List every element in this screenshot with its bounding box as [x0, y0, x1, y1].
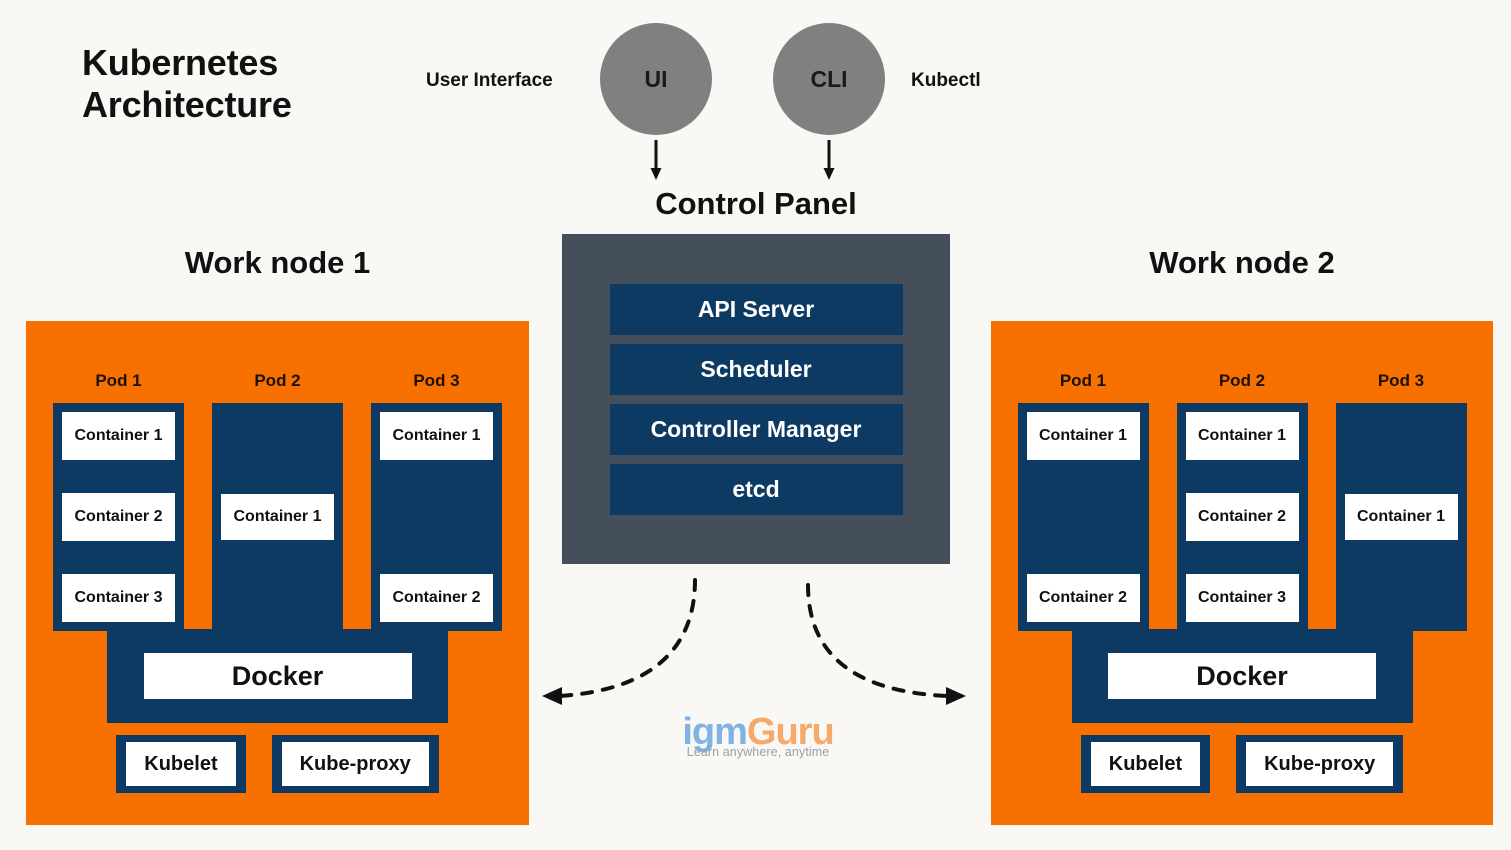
container-chip[interactable]: Container 2: [62, 493, 175, 541]
control-plane-component-controller-manager[interactable]: Controller Manager: [609, 403, 903, 455]
logo-tagline: Learn anywhere, anytime: [686, 745, 830, 759]
pod-column: Pod 3 Container 1 Container 2: [371, 371, 502, 631]
logo-wordmark: igmGuru: [663, 713, 853, 751]
work-node-1-panel: Pod 1 Container 1 Container 2 Container …: [26, 321, 529, 825]
work-node-2-panel: Pod 1 Container 1 Container 2 Pod 2 Cont…: [991, 321, 1493, 825]
container-runtime-frame[interactable]: Docker: [1071, 629, 1413, 723]
container-chip[interactable]: Container 2: [1185, 493, 1299, 541]
pod-box[interactable]: Container 1: [1335, 403, 1467, 631]
container-chip[interactable]: Container 2: [1026, 574, 1140, 622]
pod-column: Pod 1 Container 1 Container 2 Container …: [53, 371, 184, 631]
work-node-2-runtime-section: Docker Kubelet Kube-proxy: [991, 629, 1493, 793]
container-chip[interactable]: Container 3: [62, 574, 175, 622]
logo-text-igm: igm: [682, 711, 748, 753]
page-title: Kubernetes Architecture: [82, 42, 292, 126]
work-node-2-pods-row: Pod 1 Container 1 Container 2 Pod 2 Cont…: [991, 371, 1493, 631]
kubelet-label: Kubelet: [1090, 742, 1201, 786]
control-plane-to-nodes-arrows-icon: [542, 578, 966, 705]
kube-proxy-frame[interactable]: Kube-proxy: [271, 735, 439, 793]
work-node-2-heading: Work node 2: [1149, 245, 1335, 280]
user-interface-label: User Interface: [426, 70, 553, 91]
pod-box[interactable]: Container 1 Container 2 Container 3: [1176, 403, 1308, 631]
pod-column: Pod 1 Container 1 Container 2: [1017, 371, 1149, 631]
pod-box[interactable]: Container 1: [212, 403, 343, 631]
control-panel: API Server Scheduler Controller Manager …: [562, 234, 950, 564]
container-chip[interactable]: Container 1: [380, 412, 493, 460]
control-plane-component-scheduler[interactable]: Scheduler: [609, 343, 903, 395]
pod-label: Pod 2: [1218, 371, 1266, 390]
pod-box[interactable]: Container 1 Container 2 Container 3: [53, 403, 184, 631]
logo-text-guru: Guru: [746, 711, 835, 753]
pod-column: Pod 3 Container 1: [1335, 371, 1467, 631]
control-plane-component-api-server[interactable]: API Server: [609, 283, 903, 335]
node-agents-row: Kubelet Kube-proxy: [1080, 735, 1404, 793]
work-node-1-pods-row: Pod 1 Container 1 Container 2 Container …: [26, 371, 529, 631]
cli-circle[interactable]: CLI: [773, 23, 885, 135]
work-node-1-heading: Work node 1: [184, 245, 371, 280]
container-chip[interactable]: Container 3: [1185, 574, 1299, 622]
pod-label: Pod 3: [413, 371, 460, 390]
kubelet-label: Kubelet: [126, 742, 236, 786]
igmguru-logo: igmGuru Learn anywhere, anytime: [663, 713, 853, 759]
pod-box[interactable]: Container 1 Container 2: [371, 403, 502, 631]
pod-label: Pod 1: [95, 371, 142, 390]
node-agents-row: Kubelet Kube-proxy: [116, 735, 439, 793]
kube-proxy-label: Kube-proxy: [281, 742, 429, 786]
kubectl-label: Kubectl: [911, 70, 981, 91]
container-chip[interactable]: Container 1: [62, 412, 175, 460]
pod-column: Pod 2 Container 1: [212, 371, 343, 631]
control-panel-heading: Control Panel: [655, 186, 857, 221]
pod-label: Pod 2: [254, 371, 301, 390]
pod-label: Pod 3: [1377, 371, 1425, 390]
container-chip[interactable]: Container 2: [380, 574, 493, 622]
pod-label: Pod 1: [1059, 371, 1107, 390]
kube-proxy-frame[interactable]: Kube-proxy: [1236, 735, 1404, 793]
container-chip[interactable]: Container 1: [221, 494, 334, 540]
pod-box[interactable]: Container 1 Container 2: [1017, 403, 1149, 631]
cli-to-control-panel-arrow-icon: [822, 140, 836, 180]
container-chip[interactable]: Container 1: [1344, 494, 1458, 540]
kube-proxy-label: Kube-proxy: [1246, 742, 1394, 786]
kubelet-frame[interactable]: Kubelet: [1080, 735, 1211, 793]
work-node-1-runtime-section: Docker Kubelet Kube-proxy: [26, 629, 529, 793]
pod-column: Pod 2 Container 1 Container 2 Container …: [1176, 371, 1308, 631]
container-runtime-frame[interactable]: Docker: [107, 629, 448, 723]
container-runtime-label: Docker: [1108, 653, 1376, 699]
container-chip[interactable]: Container 1: [1026, 412, 1140, 460]
ui-circle[interactable]: UI: [600, 23, 712, 135]
ui-to-control-panel-arrow-icon: [649, 140, 663, 180]
kubelet-frame[interactable]: Kubelet: [116, 735, 246, 793]
control-plane-component-etcd[interactable]: etcd: [609, 463, 903, 515]
container-chip[interactable]: Container 1: [1185, 412, 1299, 460]
container-runtime-label: Docker: [143, 653, 412, 699]
